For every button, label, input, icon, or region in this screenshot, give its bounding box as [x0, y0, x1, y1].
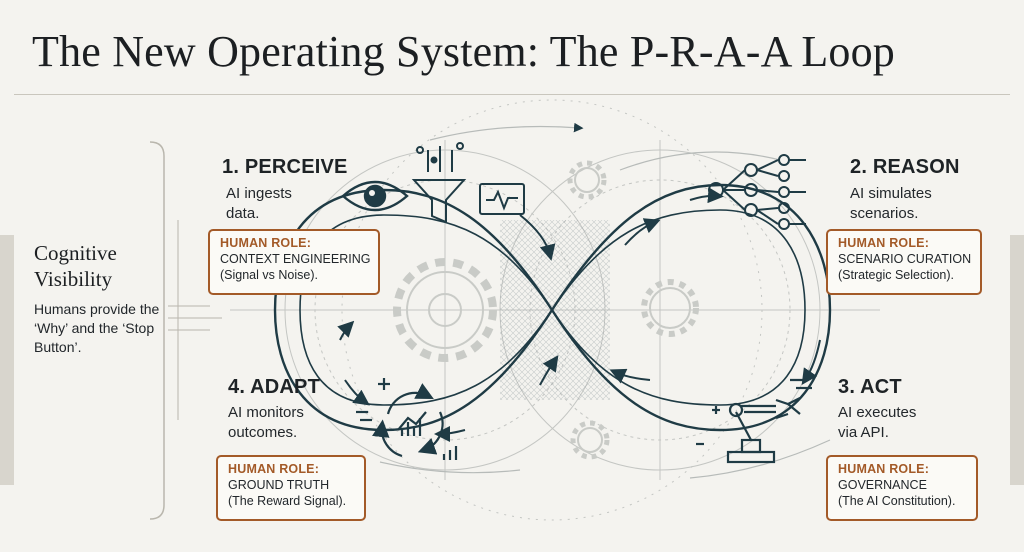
eye-icon: [341, 180, 409, 212]
stage-perceive-description: AI ingests data.: [226, 185, 292, 222]
infinity-loop: [273, 183, 832, 432]
role-label: HUMAN ROLE:: [838, 462, 930, 476]
title-divider: [14, 94, 1010, 95]
role-title: GROUND TRUTH: [228, 478, 330, 492]
flow-arrows: [337, 187, 821, 442]
role-title: SCENARIO CURATION: [838, 252, 972, 266]
stage-reason-label: 2. REASON: [850, 156, 960, 178]
stage-perceive-human-role: HUMAN ROLE: CONTEXT ENGINEERING (Signal …: [208, 229, 380, 295]
side-description: Humans provide the ‘Why’ and the ‘Stop B…: [34, 301, 160, 355]
funnel-icon: [411, 142, 467, 224]
page-title: The New Operating System: The P-R-A-A Lo…: [32, 27, 896, 76]
stage-adapt-label: 4. ADAPT: [228, 376, 320, 398]
side-heading: Cognitive Visibility: [34, 241, 117, 291]
cycle-chart-icon: [356, 378, 458, 460]
role-title: CONTEXT ENGINEERING: [220, 252, 371, 266]
side-arrows: [168, 220, 222, 420]
monitor-icon: [479, 183, 525, 215]
hatch-area: [500, 220, 610, 400]
stage-adapt-description: AI monitors outcomes.: [228, 404, 304, 441]
role-subtitle: (The Reward Signal).: [228, 494, 347, 508]
role-subtitle: (Strategic Selection).: [838, 268, 955, 282]
stage-act-human-role: HUMAN ROLE: GOVERNANCE (The AI Constitut…: [826, 455, 978, 521]
side-bracket: [149, 141, 165, 520]
stage-act-description: AI executes via API.: [838, 404, 917, 441]
decision-tree-icon: [708, 154, 806, 230]
role-title: GOVERNANCE: [838, 478, 927, 492]
role-subtitle: (Signal vs Noise).: [220, 268, 318, 282]
stage-reason-human-role: HUMAN ROLE: SCENARIO CURATION (Strategic…: [826, 229, 982, 295]
robot-arm-icon: [696, 378, 812, 464]
orbit-arrows: [379, 122, 831, 479]
stage-act-label: 3. ACT: [838, 376, 902, 398]
role-label: HUMAN ROLE:: [838, 236, 930, 250]
role-label: HUMAN ROLE:: [220, 236, 312, 250]
left-edge-tab: [0, 235, 14, 485]
stage-reason-description: AI simulates scenarios.: [850, 185, 932, 222]
role-subtitle: (The AI Constitution).: [838, 494, 956, 508]
gear-icon: [393, 258, 497, 362]
gear-icon-small: [567, 160, 699, 460]
right-edge-tab: [1010, 235, 1024, 485]
stage-perceive-label: 1. PERCEIVE: [222, 156, 348, 178]
role-label: HUMAN ROLE:: [228, 462, 320, 476]
stage-adapt-human-role: HUMAN ROLE: GROUND TRUTH (The Reward Sig…: [216, 455, 366, 521]
